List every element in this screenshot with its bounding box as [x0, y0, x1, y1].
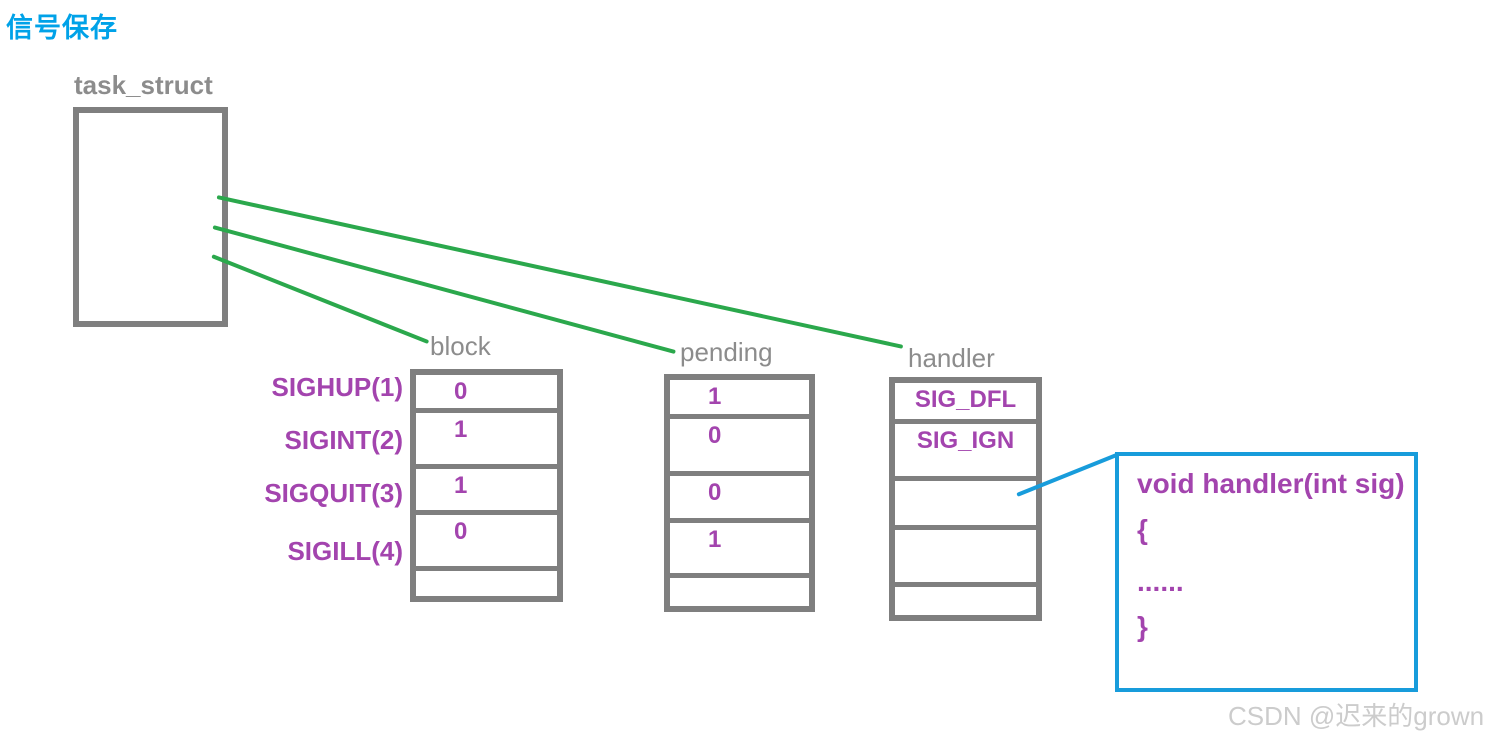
- csdn-watermark: CSDN @迟来的grown: [1228, 701, 1485, 731]
- signal-label-sigill: SIGILL(4): [287, 536, 403, 566]
- block-cell: 1: [416, 469, 557, 510]
- handler-cell: SIG_DFL: [895, 383, 1036, 419]
- handler-cell: [895, 530, 1036, 582]
- handler-cell: [895, 587, 1036, 615]
- code-line-signature: void handler(int sig): [1137, 468, 1405, 499]
- pointer-line-block: [211, 254, 430, 345]
- pending-cell: 1: [670, 523, 809, 573]
- pending-table: 1 0 0 1: [664, 374, 815, 612]
- pending-table-label: pending: [680, 337, 773, 367]
- handler-code-box: void handler(int sig) { ...... }: [1115, 452, 1418, 692]
- task-struct-box: [73, 107, 228, 327]
- block-cell: [416, 571, 557, 596]
- signal-label-sigquit: SIGQUIT(3): [264, 478, 403, 508]
- pending-cell: 1: [670, 380, 809, 414]
- signal-label-sighup: SIGHUP(1): [271, 372, 403, 402]
- task-struct-label: task_struct: [74, 70, 213, 100]
- handler-cell: [895, 481, 1036, 525]
- pointer-line-handler: [216, 195, 904, 349]
- handler-cell: SIG_IGN: [895, 424, 1036, 476]
- block-cell: 0: [416, 515, 557, 566]
- block-table-label: block: [430, 331, 491, 361]
- code-line-open-brace: {: [1137, 514, 1148, 545]
- block-cell: 1: [416, 413, 557, 464]
- handler-table-label: handler: [908, 343, 995, 373]
- pending-cell: [670, 578, 809, 606]
- code-line-body-dots: ......: [1137, 566, 1184, 597]
- block-table: 0 1 1 0: [410, 369, 563, 602]
- pending-cell: 0: [670, 476, 809, 518]
- handler-table: SIG_DFL SIG_IGN: [889, 377, 1042, 621]
- page-title: 信号保存: [6, 13, 118, 43]
- signal-label-sigint: SIGINT(2): [284, 425, 403, 455]
- code-line-close-brace: }: [1137, 611, 1148, 642]
- block-cell: 0: [416, 375, 557, 408]
- pending-cell: 0: [670, 419, 809, 471]
